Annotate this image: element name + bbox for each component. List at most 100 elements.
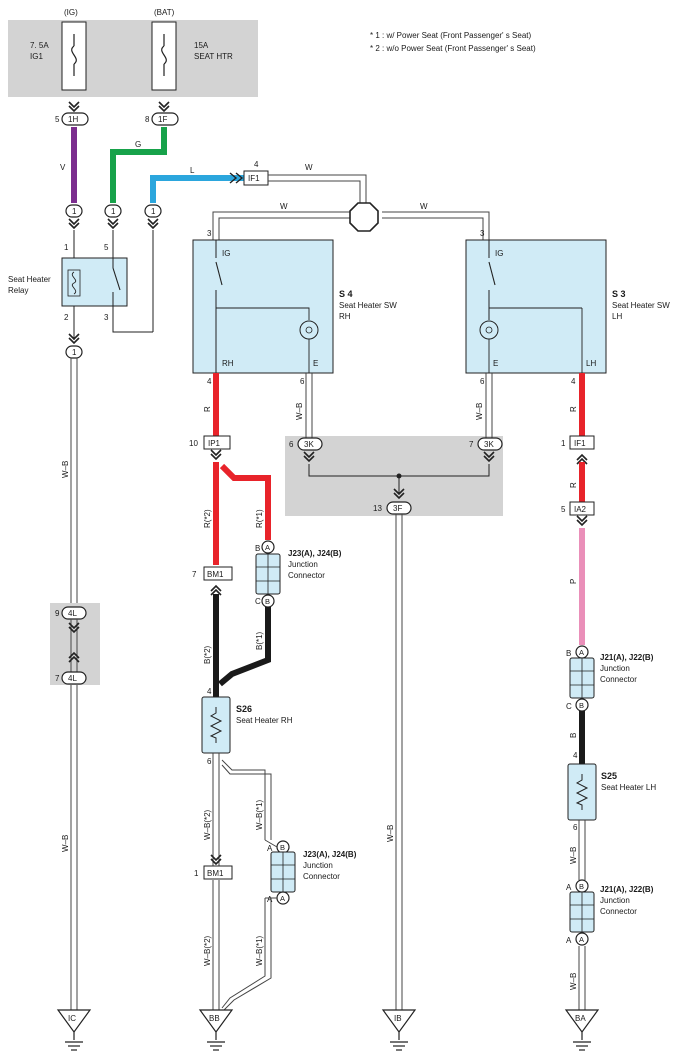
ground-bb: BB xyxy=(198,1009,234,1051)
pin-ip1: 10 xyxy=(189,439,198,448)
pin-3k-left: 6 xyxy=(289,440,294,449)
s3-id: S 3 xyxy=(612,289,626,299)
wire-wb-rh-lower xyxy=(212,753,272,1011)
s25-pin-4: 4 xyxy=(573,751,578,760)
pin-1h: 5 xyxy=(55,115,60,124)
s25-id: S25 xyxy=(601,771,617,781)
svg-text:3K: 3K xyxy=(304,440,314,449)
jc-rh-upper-pin-b: B xyxy=(255,544,260,553)
wire-w-network xyxy=(212,174,490,240)
switch-s4 xyxy=(192,239,334,374)
wire-label-r-s4: R xyxy=(203,406,212,412)
relay-pin-5: 5 xyxy=(104,243,109,252)
svg-text:4L: 4L xyxy=(68,609,77,618)
jc-rh-upper-name-1: Junction xyxy=(288,560,318,569)
wire-label-wb2-upper: W–B(*2) xyxy=(203,809,212,840)
pin-ia2: 5 xyxy=(561,505,566,514)
jc-rh-lower-name-2: Connector xyxy=(303,872,340,881)
wire-wb-s4-e xyxy=(305,373,313,438)
wire-label-b-lh: B xyxy=(569,733,578,738)
svg-text:IF1: IF1 xyxy=(574,439,586,448)
jc-lh-lower-name-1: Junction xyxy=(600,896,630,905)
jc-rh-lower-pin-a-bottom: A xyxy=(267,895,273,904)
connector-ip1: IP1 xyxy=(203,435,231,460)
wire-green xyxy=(110,127,167,203)
fuse-seat-htr xyxy=(151,21,177,91)
relay-output-wire xyxy=(112,306,153,333)
fuse-ig1 xyxy=(61,21,87,91)
jc-rh-lower-name-1: Junction xyxy=(303,861,333,870)
svg-text:A: A xyxy=(280,894,285,903)
wire-label-wb1-upper: W–B(*1) xyxy=(255,799,264,830)
note-1: * 1 : w/ Power Seat (Front Passenger' s … xyxy=(370,31,531,40)
svg-text:4L: 4L xyxy=(68,674,77,683)
relay-pin-2: 2 xyxy=(64,313,69,322)
svg-text:B: B xyxy=(280,843,285,852)
power-source-box xyxy=(8,20,258,97)
s3-e-label: E xyxy=(493,359,498,368)
svg-text:B: B xyxy=(265,597,270,606)
s3-ig-label: IG xyxy=(495,249,503,258)
wire-black-b1 xyxy=(218,607,271,687)
jc-lh-upper-name-2: Connector xyxy=(600,675,637,684)
jc-lh-lower-pin-a-bottom: A xyxy=(566,936,572,945)
wire-label-r-s3-lower: R xyxy=(569,482,578,488)
svg-text:BM1: BM1 xyxy=(207,869,224,878)
wire-label-l: L xyxy=(190,166,195,175)
wire-wb-lh-lower xyxy=(578,820,586,1010)
wire-label-b2: B(*2) xyxy=(203,645,212,664)
s4-e-label: E xyxy=(313,359,318,368)
junction-connector-lh-lower: B A xyxy=(569,879,595,946)
s26-id: S26 xyxy=(236,704,252,714)
connector-3k-left: 3K xyxy=(297,437,323,462)
jc-rh-lower-pin-a-top: A xyxy=(267,844,273,853)
s25-name: Seat Heater LH xyxy=(601,783,656,792)
connector-1f: 1F xyxy=(151,101,179,126)
svg-text:BA: BA xyxy=(575,1014,586,1023)
pin-1f: 8 xyxy=(145,115,150,124)
wire-label-wb-lh-upper: W–B xyxy=(569,847,578,864)
junction-1-middle: 1 xyxy=(104,204,122,229)
wire-wb-s3-e xyxy=(485,373,493,438)
fuse-seat-htr-rating: 15A xyxy=(194,41,209,50)
svg-text:IP1: IP1 xyxy=(208,439,221,448)
svg-text:IC: IC xyxy=(68,1014,76,1023)
svg-text:3K: 3K xyxy=(484,440,494,449)
relay-pin-3: 3 xyxy=(104,313,109,322)
wire-label-wb-lh-lower: W–B xyxy=(569,973,578,990)
svg-text:1H: 1H xyxy=(68,115,78,124)
wire-red-r1 xyxy=(219,463,271,540)
connector-bm1-lower: BM1 xyxy=(203,854,233,880)
fuse-ig1-rating: 7. 5A xyxy=(30,41,49,50)
ig-source-label: (IG) xyxy=(64,8,78,17)
svg-text:3F: 3F xyxy=(393,504,402,513)
svg-text:IB: IB xyxy=(394,1014,402,1023)
pin-bm1-lower: 1 xyxy=(194,869,199,878)
svg-text:BB: BB xyxy=(209,1014,220,1023)
junction-1-bottom: 1 xyxy=(65,333,83,359)
wire-label-b1: B(*1) xyxy=(255,631,264,650)
s4-pin-3: 3 xyxy=(207,229,212,238)
svg-text:1F: 1F xyxy=(158,115,167,124)
s3-pin-3: 3 xyxy=(480,229,485,238)
junction-connector-lh-upper: A B xyxy=(569,645,595,712)
pin-4l-top: 9 xyxy=(55,609,60,618)
svg-text:IF1: IF1 xyxy=(248,174,260,183)
wire-blue xyxy=(150,175,244,203)
svg-text:B: B xyxy=(579,701,584,710)
wire-label-v: V xyxy=(60,163,66,172)
junction-1-right: 1 xyxy=(144,204,162,229)
jc-lh-upper-pin-c: C xyxy=(566,702,572,711)
jc-lh-lower-name-2: Connector xyxy=(600,907,637,916)
jc-rh-lower-id: J23(A), J24(B) xyxy=(303,850,357,859)
note-2: * 2 : w/o Power Seat (Front Passenger' s… xyxy=(370,44,536,53)
connector-1h: 1H xyxy=(61,101,89,126)
s3-name: Seat Heater SW xyxy=(612,301,670,310)
wire-label-w-right: W xyxy=(420,202,428,211)
s3-pin-6: 6 xyxy=(480,377,485,386)
seat-heater-relay xyxy=(61,257,128,307)
wire-label-p: P xyxy=(569,579,578,584)
s4-side: RH xyxy=(339,312,351,321)
jc-rh-upper-id: J23(A), J24(B) xyxy=(288,549,342,558)
